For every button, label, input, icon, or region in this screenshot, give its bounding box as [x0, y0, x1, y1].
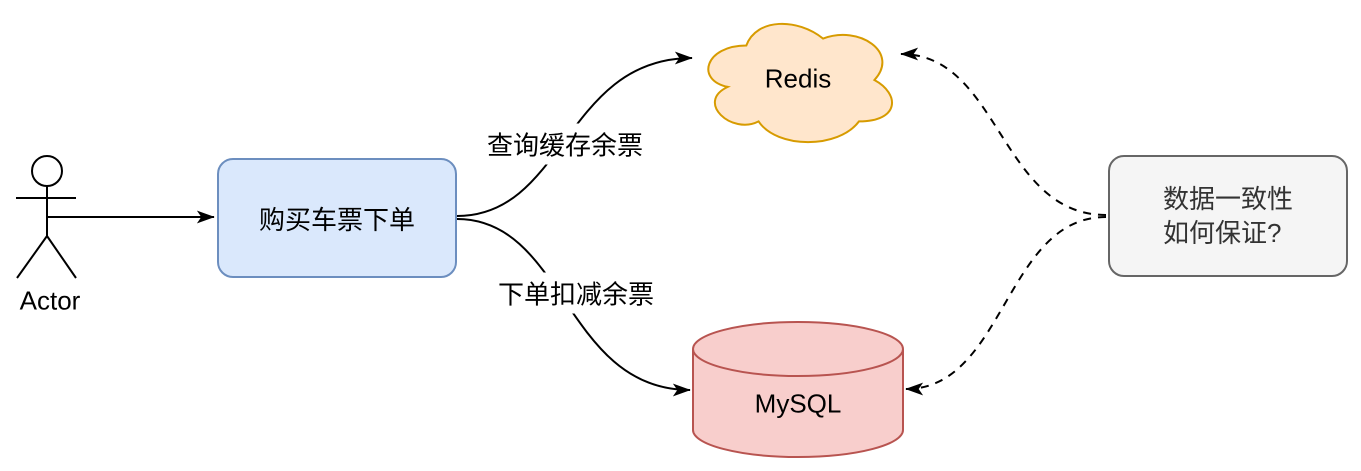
redis-cloud-shape[interactable] — [707, 22, 893, 144]
node-question-box[interactable]: 数据一致性 如何保证? — [1108, 155, 1348, 277]
order-box-label: 购买车票下单 — [258, 204, 415, 235]
mysql-label: MySQL — [754, 388, 842, 419]
redis-label: Redis — [764, 63, 832, 94]
edge-label-query-cache: 查询缓存余票 — [482, 123, 648, 165]
question-box-label: 数据一致性 如何保证? — [1163, 182, 1293, 250]
node-order-box[interactable]: 购买车票下单 — [217, 158, 457, 278]
edge-label-order-deduct: 下单扣减余票 — [493, 272, 659, 314]
edge-consistency-mysql[interactable] — [905, 216, 1107, 396]
actor-legs — [16, 235, 77, 279]
mysql-cylinder-shape[interactable] — [692, 321, 904, 458]
actor-figure[interactable] — [16, 155, 77, 279]
question-line-2: 如何保证? — [1162, 218, 1282, 248]
actor-head — [31, 155, 63, 187]
edge-consistency-redis[interactable] — [900, 47, 1107, 216]
question-line-1: 数据一致性 — [1162, 184, 1293, 214]
actor-label: Actor — [19, 285, 81, 316]
